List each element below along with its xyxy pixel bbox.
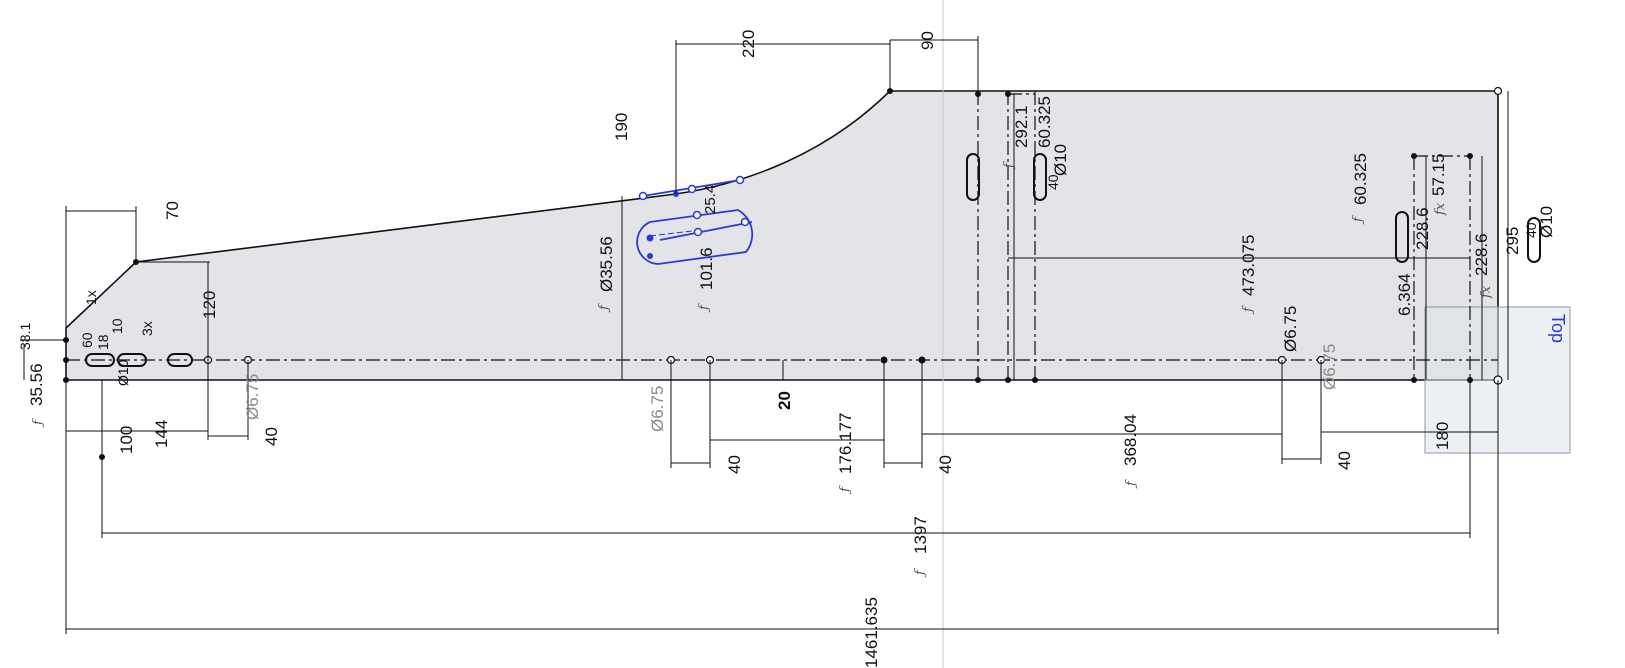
dim-diameter-6-75-a[interactable]: Ø6.75 — [1281, 306, 1300, 352]
dim-1461-635[interactable]: 1461.635 — [862, 597, 881, 668]
dim-1397[interactable]: 1397 — [911, 516, 930, 554]
dim-diameter-6-75-b[interactable]: Ø6.75 — [1320, 344, 1339, 390]
dim-100[interactable]: 100 — [117, 426, 136, 454]
dim-90[interactable]: 90 — [918, 31, 937, 50]
dim-diameter-35-56[interactable]: Ø35.56 — [597, 236, 616, 292]
dim-101-6[interactable]: 101.6 — [697, 247, 716, 290]
dim-120[interactable]: 120 — [200, 291, 219, 319]
dim-60-325-a[interactable]: 60.325 — [1035, 96, 1054, 148]
dim-176-177[interactable]: 176.177 — [836, 413, 855, 474]
view-cube-label[interactable]: Top — [1548, 314, 1568, 343]
fx-35-56-b: ƒ — [31, 418, 46, 428]
fx-176-177: ƒ — [838, 485, 853, 495]
dim-40-f[interactable]: 40 — [1335, 451, 1354, 470]
fx-292-1: ƒ — [1002, 161, 1017, 171]
dim-38-1[interactable]: 38.1 — [17, 323, 33, 350]
fx-473-075: ƒ — [1241, 305, 1256, 315]
dim-diameter-10-d[interactable]: Ø10 — [115, 359, 131, 386]
dim-220[interactable]: 220 — [739, 30, 758, 58]
dim-10-c[interactable]: 10 — [109, 318, 125, 334]
dim-295[interactable]: 295 — [1503, 227, 1522, 255]
dim-368-04[interactable]: 368.04 — [1121, 414, 1140, 466]
dim-228-6-b[interactable]: 228.6 — [1472, 233, 1491, 276]
dim-diameter-6-75-c[interactable]: Ø6.75 — [648, 386, 667, 432]
fx-60-325-b: ƒ — [1351, 215, 1366, 225]
fx-228-6: fx — [1479, 285, 1494, 299]
fx-368-04: ƒ — [1124, 479, 1139, 489]
dim-diameter-6-75-d[interactable]: Ø6.75 — [243, 374, 262, 420]
dim-228-6-a[interactable]: 228.6 — [1413, 207, 1432, 250]
dim-40-c[interactable]: 40 — [262, 427, 281, 446]
fx-57-15: fx — [1433, 202, 1448, 216]
dim-25-4[interactable]: 25.4 — [702, 185, 719, 214]
dim-20[interactable]: 20 — [775, 391, 794, 410]
dim-3x[interactable]: 3x — [139, 321, 155, 336]
dim-60-325-b[interactable]: 60.325 — [1351, 153, 1370, 205]
fx-101-6: ƒ — [697, 303, 712, 313]
dim-18[interactable]: 18 — [95, 334, 111, 350]
dim-292-1[interactable]: 292.1 — [1012, 105, 1031, 148]
dim-70[interactable]: 70 — [163, 201, 182, 220]
dim-180[interactable]: 180 — [1433, 422, 1452, 450]
dim-1x[interactable]: 1x — [83, 290, 99, 305]
dim-57-15[interactable]: 57.15 — [1429, 153, 1448, 196]
dim-190[interactable]: 190 — [612, 113, 631, 141]
dim-144[interactable]: 144 — [152, 420, 171, 448]
dim-6-364[interactable]: 6.364 — [1395, 273, 1414, 316]
fx-1397: ƒ — [913, 568, 928, 578]
dim-35-56[interactable]: 35.56 — [27, 363, 46, 406]
dim-473-075[interactable]: 473.075 — [1239, 235, 1258, 296]
dim-40-e[interactable]: 40 — [936, 455, 955, 474]
dim-60[interactable]: 60 — [79, 332, 95, 348]
dim-40-a[interactable]: 40 — [1045, 174, 1061, 190]
fx-35-56: ƒ — [597, 303, 612, 313]
dim-40-d[interactable]: 40 — [725, 455, 744, 474]
dim-diameter-10-a[interactable]: Ø10 — [1051, 144, 1070, 176]
dim-diameter-10-b[interactable]: Ø10 — [1537, 206, 1556, 238]
dim-40-b[interactable]: 40 — [1523, 222, 1539, 238]
